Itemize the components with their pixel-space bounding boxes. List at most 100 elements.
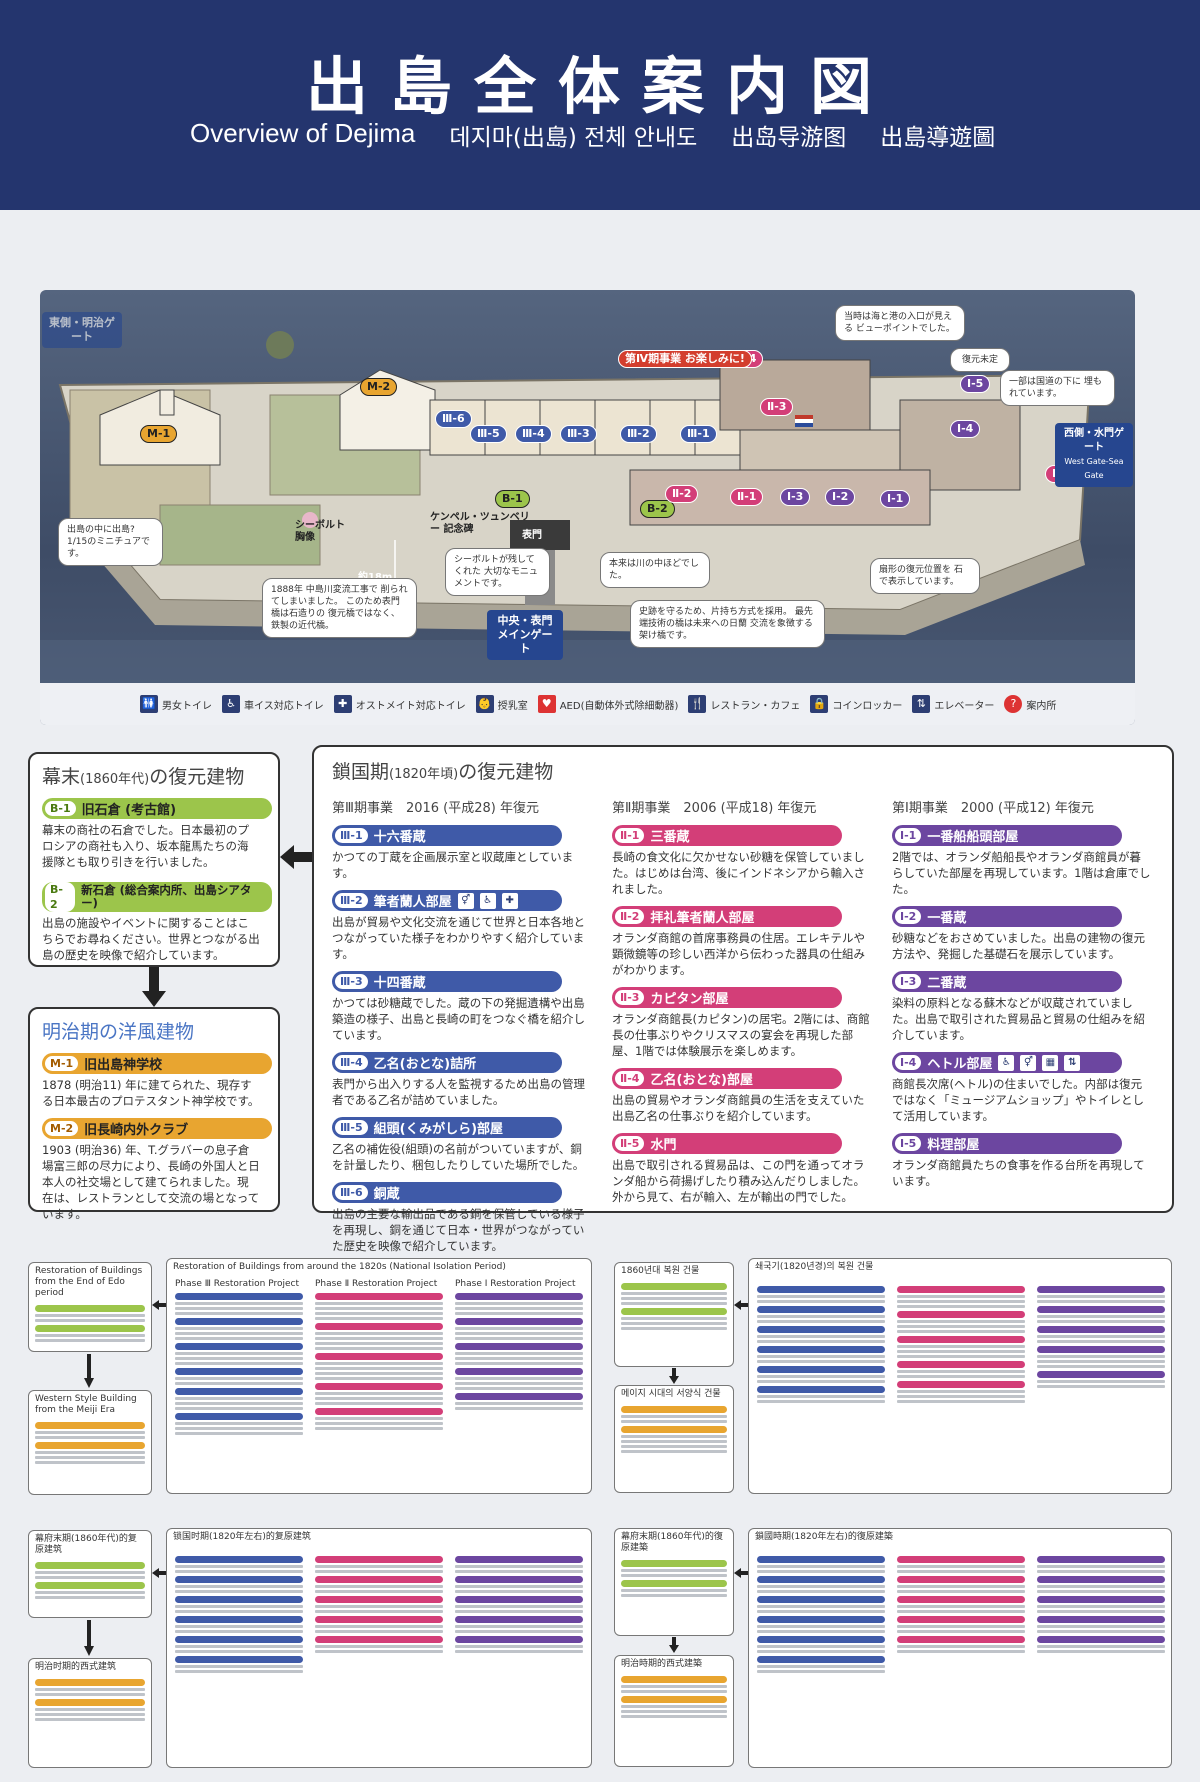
legend-item: 👶授乳室 bbox=[475, 695, 528, 713]
building-name: 旧出島神学校 bbox=[84, 1058, 163, 1073]
title-chinese-simplified: 出岛导游图 bbox=[731, 125, 847, 151]
map-tag-iii1[interactable]: Ⅲ-1 bbox=[680, 425, 717, 443]
chinese-simplified-bakumatsu-panel: 幕府末期(1860年代)的复原建筑 bbox=[28, 1530, 152, 1618]
title-english: Overview of Dejima bbox=[190, 118, 416, 148]
building-description: オランダ商館員たちの食事を作る台所を再現しています。 bbox=[892, 1158, 1145, 1188]
english-phase1-heading: Phase Ⅰ Restoration Project bbox=[455, 1279, 576, 1289]
map-tag-i2[interactable]: Ⅰ-2 bbox=[825, 488, 856, 506]
wc-icon: ⚥ bbox=[457, 892, 474, 909]
map-tag-i5[interactable]: Ⅰ-5 bbox=[960, 375, 991, 393]
arrow-down-icon bbox=[142, 967, 166, 1007]
map-tag-iii3[interactable]: Ⅲ-3 bbox=[560, 425, 597, 443]
map-tag-m1[interactable]: M-1 bbox=[140, 425, 178, 443]
wheelchair-icon: ♿ bbox=[479, 892, 496, 909]
legend-item: 🚻男女トイレ bbox=[140, 695, 212, 713]
map-tag-phase4: 第Ⅳ期事業 お楽しみに! bbox=[618, 350, 752, 368]
arrow-left-icon bbox=[152, 1300, 166, 1310]
note-unrestored: 復元未定 bbox=[950, 348, 1010, 372]
building-code: Ⅱ-1 bbox=[615, 828, 645, 843]
map-tag-i1[interactable]: Ⅰ-1 bbox=[880, 490, 911, 508]
map-tag-m2[interactable]: M-2 bbox=[360, 378, 398, 396]
building-code: M-1 bbox=[45, 1056, 79, 1071]
page-header: 出島全体案内図 Overview of Dejima 데지마(出島) 전체 안내… bbox=[0, 0, 1200, 210]
building-name: 一番蔵 bbox=[927, 911, 967, 926]
sakoku-title-tail: の復元建物 bbox=[458, 761, 554, 783]
arrow-down-icon bbox=[84, 1620, 94, 1656]
building-description: 出島の主要な輸出品である銅を保管している様子を再現し、銅を通じて日本・世界がつな… bbox=[332, 1207, 585, 1253]
ostomate-icon: ✚ bbox=[333, 695, 352, 713]
map-tag-iii6[interactable]: Ⅲ-6 bbox=[435, 410, 472, 428]
building-description: 砂糖などをおさめていました。出島の建物の復元方法や、発掘した基礎石を展示していま… bbox=[892, 931, 1145, 961]
map-tag-ii2[interactable]: Ⅱ-2 bbox=[665, 485, 699, 503]
building-description: 長崎の食文化に欠かせない砂糖を保管していました。はじめは台湾、後にインドネシアか… bbox=[612, 850, 865, 896]
chinese-simplified-phase1-column bbox=[455, 1553, 583, 1653]
omotemon-label: 表門 bbox=[522, 530, 542, 541]
english-meiji-title: Western Style Building from the Meiji Er… bbox=[35, 1394, 137, 1415]
map-tag-ii1[interactable]: Ⅱ-1 bbox=[730, 488, 764, 506]
map-tag-iii2[interactable]: Ⅲ-2 bbox=[620, 425, 657, 443]
legend-label: 車イス対応トイレ bbox=[244, 700, 324, 712]
chinese-simplified-sakoku-title: 锁国时期(1820年左右)的复原建筑 bbox=[173, 1532, 311, 1542]
map-tag-i4[interactable]: Ⅰ-4 bbox=[950, 420, 981, 438]
map-tag-ii3[interactable]: Ⅱ-3 bbox=[760, 398, 794, 416]
building-code: Ⅱ-3 bbox=[615, 990, 645, 1005]
legend-item: ✚オストメイト対応トイレ bbox=[333, 695, 466, 713]
building-m1-header[interactable]: M-1 旧出島神学校 bbox=[42, 1053, 272, 1074]
note-bridge-original: 本来は川の中ほどでした。 bbox=[600, 552, 710, 588]
map-tag-iii5[interactable]: Ⅲ-5 bbox=[470, 425, 507, 443]
tree bbox=[266, 331, 294, 359]
map-tag-b1[interactable]: B-1 bbox=[495, 490, 530, 508]
legend-label: 案内所 bbox=[1026, 700, 1057, 712]
building-description: かつての丁蔵を企画展示室と収蔵庫としています。 bbox=[332, 850, 574, 880]
bakumatsu-title-period: (1860年代) bbox=[80, 772, 150, 787]
chinese-traditional-phase1-column bbox=[1037, 1553, 1165, 1653]
legend-item: ?案内所 bbox=[1004, 695, 1056, 713]
legend-item: ♿車イス対応トイレ bbox=[222, 695, 324, 713]
korean-sakoku-title: 쇄국기(1820년경)의 복원 건물 bbox=[755, 1262, 874, 1272]
building-description: 出島の施設やイベントに関することはこちらでお尋ねください。世界とつながる出島の歴… bbox=[42, 916, 260, 962]
map-tag-i3[interactable]: Ⅰ-3 bbox=[780, 488, 811, 506]
chinese-traditional-bakumatsu-panel: 幕府末期(1860年代)的復原建築 bbox=[614, 1528, 734, 1636]
english-edo-title: Restoration of Buildings from the End of… bbox=[35, 1266, 143, 1298]
meiji-title: 明治期の洋風建物 bbox=[42, 1021, 195, 1043]
chinese-simplified-meiji-title: 明治时期的西式建筑 bbox=[35, 1662, 117, 1672]
note-fan-shape: 扇形の復元位置を 石で表示しています。 bbox=[870, 558, 980, 594]
map-tag-b2[interactable]: B-2 bbox=[640, 500, 675, 518]
nursing-room-icon: 👶 bbox=[475, 695, 494, 713]
building-name: 二番蔵 bbox=[927, 976, 967, 991]
building-code: Ⅲ-6 bbox=[335, 1185, 368, 1200]
phase3-heading: 第Ⅲ期事業 2016 (平成28) 年復元 bbox=[332, 801, 539, 816]
sakoku-panel: 鎖国期(1820年頃)の復元建物 第Ⅲ期事業 2016 (平成28) 年復元 Ⅲ… bbox=[312, 745, 1174, 1253]
map-tag-iii4[interactable]: Ⅲ-4 bbox=[515, 425, 552, 443]
building-code: Ⅱ-2 bbox=[615, 909, 645, 924]
